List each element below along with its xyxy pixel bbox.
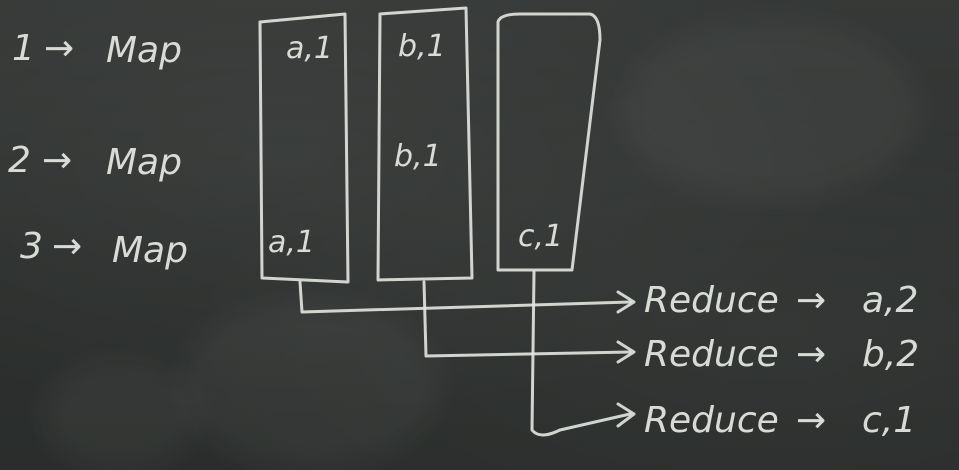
reduce-result: c,1 (862, 400, 916, 441)
reduce-row-1: Reduce → a,2 (644, 280, 918, 321)
group-box-b (376, 6, 474, 282)
reduce-row-2: Reduce → b,2 (644, 334, 919, 375)
connector-c-arrowhead (616, 402, 636, 428)
map-row-2: 2 → Map (8, 140, 182, 183)
group-entry: b,1 (394, 139, 442, 174)
reduce-result: a,2 (862, 280, 918, 321)
group-entry: b,1 (398, 29, 446, 64)
reduce-label: Reduce (644, 280, 779, 321)
connector-a-arrowhead (616, 290, 636, 314)
map-row-arrow: → (42, 140, 72, 181)
reduce-label: Reduce (644, 334, 779, 375)
chalk-smudge (40, 360, 200, 470)
group-box-a (258, 12, 350, 284)
map-row-1: 1 → Map (12, 28, 182, 71)
map-row-3: 3 → Map (20, 226, 188, 271)
map-row-label: Map (106, 30, 182, 71)
reduce-arrow: → (796, 400, 826, 441)
map-row-arrow: → (44, 28, 74, 69)
reduce-row-3: Reduce → c,1 (644, 400, 916, 441)
map-row-number: 3 (20, 226, 43, 267)
group-entry: a,1 (268, 225, 315, 260)
connector-b-arrowhead (616, 340, 636, 364)
map-row-arrow: → (52, 226, 82, 267)
chalk-smudge (620, 20, 920, 200)
map-row-label: Map (112, 230, 188, 271)
group-entry: a,1 (286, 31, 333, 66)
group-box-c (496, 12, 602, 272)
connector-b (422, 280, 632, 358)
map-row-number: 1 (12, 28, 35, 69)
connector-c (530, 270, 632, 437)
reduce-arrow: → (796, 334, 826, 375)
map-row-number: 2 (8, 140, 31, 181)
connector-a (298, 280, 632, 314)
map-row-label: Map (106, 142, 182, 183)
reduce-result: b,2 (862, 334, 919, 375)
chalk-smudge (180, 300, 440, 470)
reduce-label: Reduce (644, 400, 779, 441)
reduce-arrow: → (796, 280, 826, 321)
group-entry: c,1 (518, 219, 563, 254)
